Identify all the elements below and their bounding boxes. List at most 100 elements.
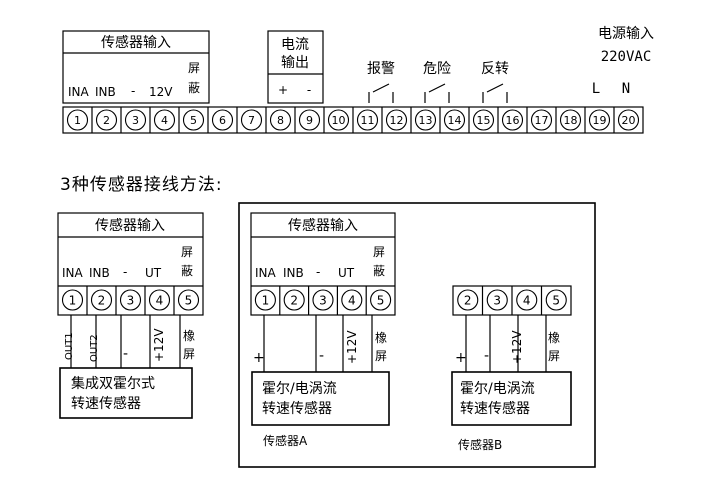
method2-pin-ina: INA — [255, 266, 277, 280]
top-terminal-circle-13 — [414, 109, 437, 131]
top-terminal-strip: 传感器输入 INA INB - 12V 屏 蔽 电流 输出 + - 报警 危险 … — [62, 26, 654, 134]
top-terminal-number-9: 9 — [306, 114, 313, 127]
top-terminal-circle-8 — [269, 109, 292, 131]
top-terminal-circle-2 — [95, 109, 118, 131]
method2-pin-ut: UT — [338, 266, 355, 280]
top-terminal-number-4: 4 — [161, 114, 168, 127]
method2-pin-inb: INB — [283, 266, 304, 280]
method1-pin-minus: - — [123, 265, 127, 279]
method1-wire-out1: OUT1 — [64, 332, 75, 360]
method1-terminal-circle-1 — [61, 289, 84, 311]
method2-wire-shield-2: 屏 — [375, 349, 387, 363]
top-terminal-circle-18 — [559, 109, 582, 131]
method2-terminal-number-3: 3 — [319, 293, 327, 307]
top-terminal-number-19: 19 — [593, 114, 607, 127]
top-terminal-circle-10 — [327, 109, 350, 131]
method2-title: 传感器输入 — [288, 217, 358, 234]
top-terminal-circle-7 — [240, 109, 263, 131]
top-terminal-circle-4 — [153, 109, 176, 131]
method2-caption: 传感器A — [263, 433, 308, 448]
relay-alarm-label: 报警 — [367, 61, 395, 77]
pin-shield-label-2: 蔽 — [188, 81, 200, 95]
method1-wire-shield-1: 橡 — [183, 329, 195, 343]
method1-pin-shield-2: 蔽 — [181, 264, 193, 278]
method1-terminal-circle-5 — [177, 289, 200, 311]
top-terminal-circle-19 — [588, 109, 611, 131]
top-terminal-circle-12 — [385, 109, 408, 131]
method3-caption: 传感器B — [458, 437, 502, 452]
method1-terminal-number-1: 1 — [69, 293, 77, 307]
method1-wire-minus: - — [123, 346, 128, 362]
top-terminal-circle-15 — [472, 109, 495, 131]
top-terminal-circle-3 — [124, 109, 147, 131]
top-terminal-number-11: 11 — [361, 114, 375, 127]
top-terminal-number-18: 18 — [564, 114, 578, 127]
method2-pin-minus: - — [316, 265, 320, 279]
method3-wire-minus: - — [484, 348, 489, 364]
method1-sensor-line-2: 转速传感器 — [71, 395, 141, 412]
method1-terminal-number-4: 4 — [156, 293, 164, 307]
top-terminal-circle-20 — [617, 109, 640, 131]
method1-title: 传感器输入 — [95, 217, 165, 234]
method3-terminal-number-4: 4 — [523, 293, 531, 307]
method1-pin-ut: UT — [145, 266, 162, 280]
top-terminal-number-5: 5 — [190, 114, 197, 127]
method2-wire-12v: +12V — [345, 330, 359, 364]
method3-sensor-box — [451, 371, 572, 426]
top-terminal-circle-6 — [211, 109, 234, 131]
top-terminal-number-8: 8 — [277, 114, 284, 127]
method2-terminal-box — [250, 212, 396, 316]
method1-pin-ina: INA — [62, 266, 84, 280]
method1-sensor-line-1: 集成双霍尔式 — [71, 375, 155, 392]
power-l-label: L — [592, 81, 600, 97]
method3-sensor-line-1: 霍尔/电涡流 — [460, 381, 535, 397]
method2-terminal-number-4: 4 — [348, 293, 356, 307]
method3-terminal-circle-5 — [545, 289, 567, 311]
method3-terminal-circle-2 — [457, 289, 479, 311]
method1-terminal-number-5: 5 — [185, 293, 193, 307]
method2-sensor-line-2: 转速传感器 — [262, 400, 332, 417]
method2-sensor-line-1: 霍尔/电涡流 — [262, 381, 337, 397]
method1-wire-out2: OUT2 — [89, 334, 100, 362]
method1-terminal-circle-4 — [148, 289, 171, 311]
relay-contact-symbols — [368, 83, 508, 103]
method3-terminal-number-5: 5 — [552, 293, 560, 307]
method2-wire-shield-1: 橡 — [375, 331, 387, 345]
top-terminal-number-15: 15 — [477, 114, 491, 127]
pin-12v-label: 12V — [149, 85, 173, 99]
methods-2-3-frame — [238, 202, 596, 468]
top-terminal-number-6: 6 — [219, 114, 226, 127]
methods-heading: 3种传感器接线方法: — [60, 175, 223, 195]
top-terminal-number-17: 17 — [535, 114, 549, 127]
method3-terminal-number-2: 2 — [464, 293, 472, 307]
method3-terminal-circle-4 — [516, 289, 538, 311]
current-output-title-1: 电流 — [281, 37, 309, 53]
method2-terminal-number-5: 5 — [377, 293, 385, 307]
method3-wire-plus: + — [455, 350, 467, 366]
method2-terminal-circle-1 — [254, 289, 276, 311]
method1-terminal-number-3: 3 — [127, 293, 135, 307]
top-terminal-circle-14 — [443, 109, 466, 131]
top-terminal-number-14: 14 — [448, 114, 462, 127]
method1-pin-shield-1: 屏 — [181, 245, 193, 259]
power-input-title: 电源输入 — [598, 26, 654, 42]
method3-sensor-line-2: 转速传感器 — [460, 400, 530, 417]
relay-reverse-label: 反转 — [481, 61, 509, 77]
method1-terminal-box — [57, 212, 204, 316]
current-output-title-2: 输出 — [281, 55, 309, 71]
method3-terminal-number-3: 3 — [493, 293, 501, 307]
sensor-input-title: 传感器输入 — [101, 34, 171, 51]
current-output-group-box — [267, 30, 324, 104]
top-terminal-number-20: 20 — [622, 114, 636, 127]
current-plus-label: + — [278, 83, 288, 97]
method2-wire-plus: + — [253, 350, 265, 366]
method2-pin-shield-1: 屏 — [373, 245, 385, 259]
top-terminal-circle-1 — [66, 109, 89, 131]
top-terminal-circle-5 — [182, 109, 205, 131]
